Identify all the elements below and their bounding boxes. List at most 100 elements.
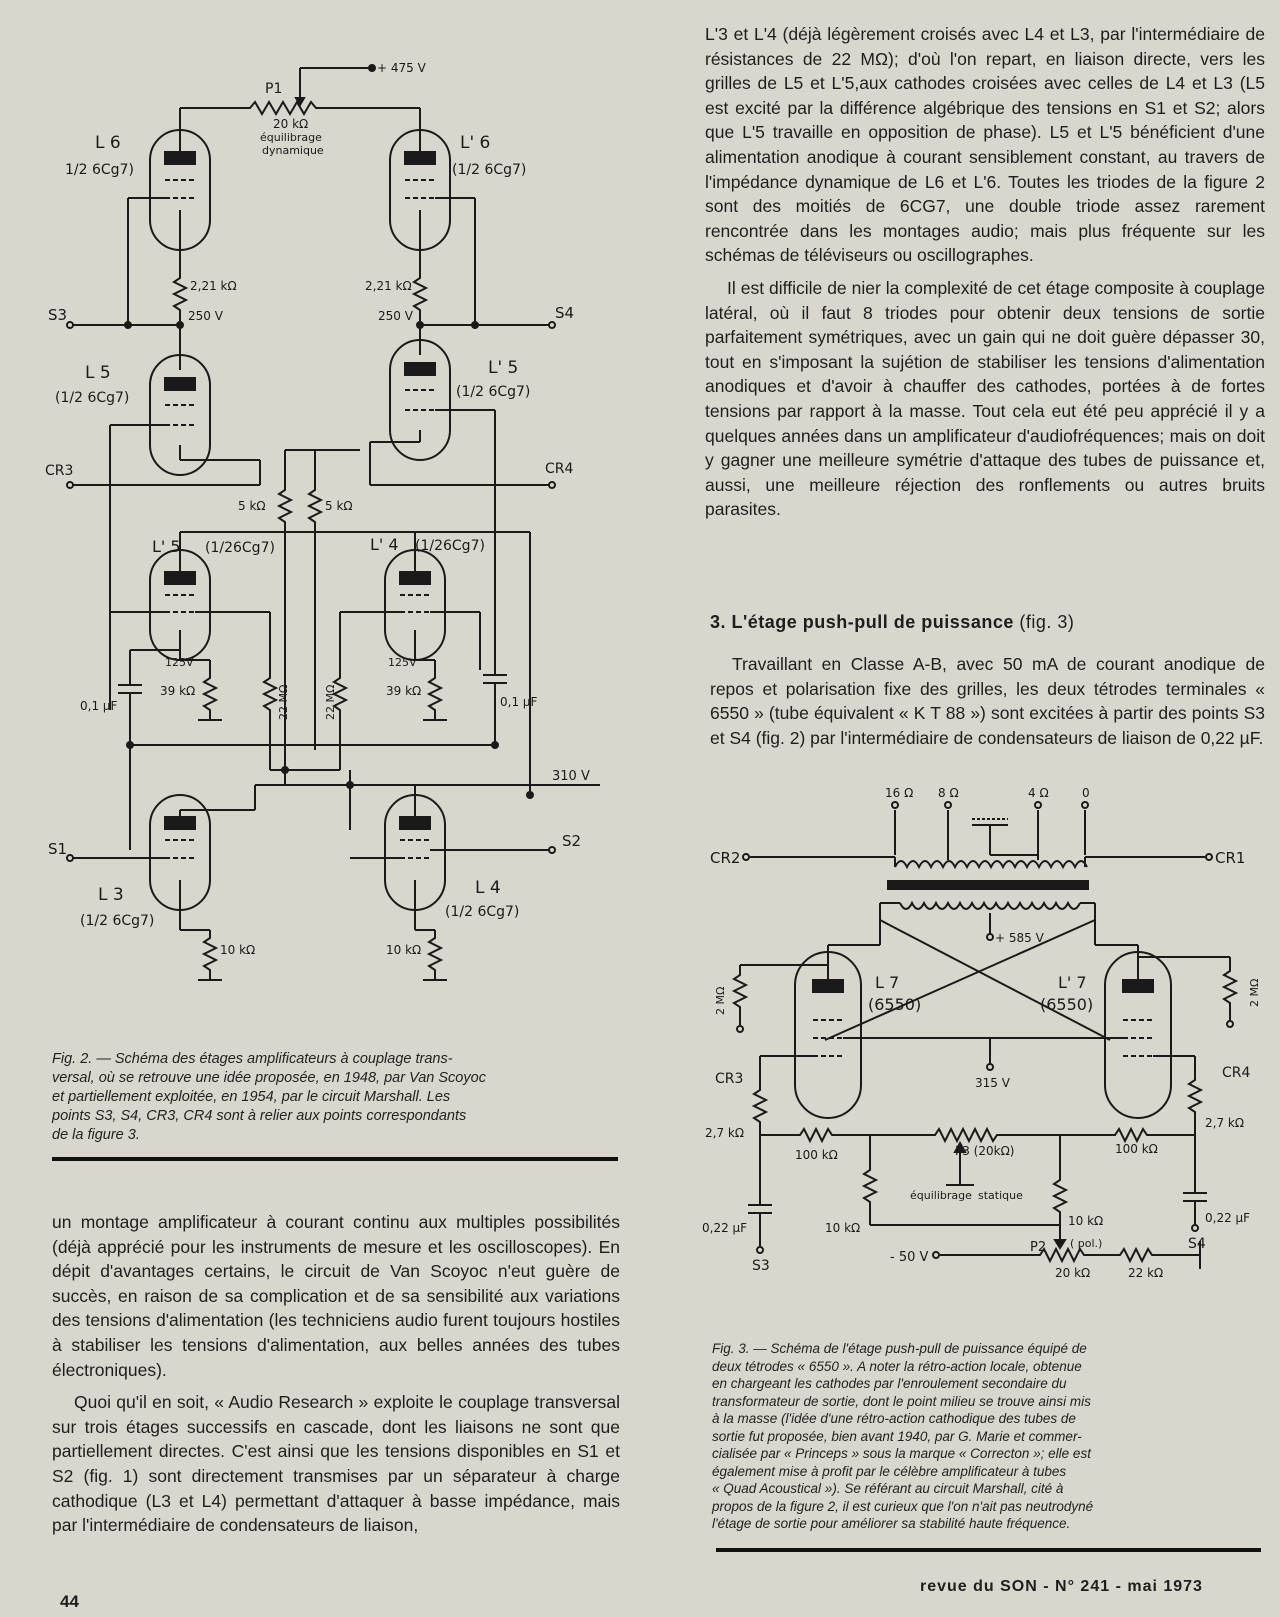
label-p1-desc2: dynamique (262, 144, 324, 157)
divider (716, 1548, 1261, 1552)
label-r10k-right: 10 kΩ (1068, 1214, 1103, 1228)
label-p3: P3 (20kΩ) (955, 1144, 1014, 1158)
caption-line: de la figure 3. (52, 1127, 140, 1143)
paragraph: L'3 et L'4 (déjà légèrement croisés avec… (705, 24, 1265, 266)
tube-l5 (110, 354, 211, 476)
tube-l6 (128, 129, 211, 251)
label-r10k-right: 10 kΩ (386, 943, 421, 957)
label-l7p: L' 7 (1058, 973, 1087, 992)
label-l6: L 6 (95, 133, 121, 153)
label-l5-type: (1/2 6Cg7) (55, 390, 129, 406)
label-cr1: CR1 (1215, 849, 1245, 867)
left-column-text: un montage amplificateur à courant conti… (52, 1210, 620, 1546)
page-footer: revue du SON - N° 241 - mai 1973 (920, 1578, 1203, 1595)
label-t16: 16 Ω (885, 786, 913, 800)
label-s2: S2 (562, 832, 581, 850)
label-l4p: L' 4 (370, 535, 399, 554)
label-r27-right: 2,7 kΩ (1205, 1116, 1244, 1130)
figure-3-caption: Fig. 3. — Schéma de l'étage push-pull de… (712, 1340, 1262, 1533)
label-r100-left: 100 kΩ (795, 1148, 838, 1162)
caption-line: Fig. 2. — Schéma des étages amplificateu… (52, 1051, 453, 1067)
label-p1: P1 (265, 81, 282, 97)
label-cr2: CR2 (710, 849, 740, 867)
divider (52, 1157, 618, 1161)
label-s4: S4 (1188, 1236, 1206, 1252)
label-l5: L 5 (85, 363, 111, 383)
label-v585: + 585 V (995, 931, 1045, 945)
label-r100-right: 100 kΩ (1115, 1142, 1158, 1156)
caption-line: propos de la figure 2, il est curieux qu… (712, 1498, 1094, 1514)
label-r221-left: 2,21 kΩ (190, 279, 237, 293)
label-l5p-type: (1/2 6Cg7) (456, 384, 530, 400)
label-l5p: L' 5 (488, 358, 518, 378)
paragraph: un montage amplificateur à courant conti… (52, 1212, 620, 1380)
label-l5p-lower-type: (1/26Cg7) (205, 540, 275, 556)
section-heading-fig: (fig. 3) (1019, 612, 1075, 632)
label-r22m-right: 22 MΩ (324, 685, 337, 720)
label-t4: 4 Ω (1028, 786, 1049, 800)
label-cr3: CR3 (45, 463, 73, 479)
label-r27-left: 2,7 kΩ (705, 1126, 744, 1140)
label-cr3: CR3 (715, 1071, 743, 1087)
paragraph: Quoi qu'il en soit, « Audio Research » e… (52, 1392, 620, 1536)
label-l4p-type: (1/26Cg7) (415, 538, 485, 554)
caption-line: l'étage de sortie pour améliorer sa stab… (712, 1516, 1071, 1531)
label-eq2: statique (978, 1189, 1023, 1202)
label-pol: ( pol.) (1070, 1237, 1102, 1250)
label-c01-left: 0,1 µF (80, 699, 118, 713)
label-l6-type: 1/2 6Cg7) (65, 162, 134, 178)
label-r221-right: 2,21 kΩ (365, 279, 412, 293)
label-l7: L 7 (875, 973, 899, 992)
figure-2-schematic: + 475 V P1 20 kΩ équilibrage dynamique L… (40, 50, 630, 1040)
label-cr4: CR4 (545, 461, 574, 477)
label-r2m-left: 2 MΩ (714, 987, 727, 1015)
caption-line: Fig. 3. — Schéma de l'étage push-pull de… (712, 1341, 1087, 1356)
label-p2: P2 (1030, 1240, 1046, 1255)
label-v315: 315 V (975, 1076, 1011, 1090)
section-heading: 3. L'étage push-pull de puissance (fig. … (710, 612, 1074, 633)
label-minus50: - 50 V (890, 1250, 928, 1265)
caption-line: « Quad Acoustical »). Se référant au cir… (712, 1481, 1064, 1496)
paragraph: Travaillant en Classe A-B, avec 50 mA de… (710, 654, 1265, 748)
label-l7-type: (6550) (868, 995, 921, 1014)
label-s4: S4 (555, 304, 574, 322)
right-column-text: L'3 et L'4 (déjà légèrement croisés avec… (705, 22, 1265, 530)
label-s1: S1 (48, 840, 67, 858)
label-r2m-right: 2 MΩ (1248, 979, 1261, 1007)
caption-line: points S3, S4, CR3, CR4 sont à relier au… (52, 1108, 467, 1124)
label-r20k: 20 kΩ (1055, 1266, 1090, 1280)
caption-line: en chargeant les cathodes par l'enroulem… (712, 1376, 1067, 1391)
label-v310: 310 V (552, 769, 590, 784)
label-s3: S3 (752, 1258, 770, 1274)
label-r10k-left: 10 kΩ (220, 943, 255, 957)
label-t0: 0 (1082, 786, 1090, 800)
label-v125-right: 125V (388, 656, 417, 669)
label-r39k-right: 39 kΩ (386, 684, 421, 698)
label-s3: S3 (48, 306, 67, 324)
label-v250-right: 250 V (378, 309, 414, 323)
caption-line: transformateur de sortie, dont le point … (712, 1393, 1091, 1409)
caption-line: à la masse (l'idée d'une rétro-action ca… (712, 1411, 1076, 1426)
tube-l7-prime (1104, 951, 1172, 1119)
label-r5k-left: 5 kΩ (238, 499, 266, 513)
label-plus475: + 475 V (377, 61, 427, 75)
right-column-text-2: Travaillant en Classe A-B, avec 50 mA de… (710, 652, 1265, 758)
label-l4-type: (1/2 6Cg7) (445, 904, 519, 920)
tube-l4 (384, 785, 446, 930)
section-heading-title: 3. L'étage push-pull de puissance (710, 612, 1014, 632)
label-l6p: L' 6 (460, 133, 490, 153)
label-cr4: CR4 (1222, 1065, 1251, 1081)
caption-line: également mise à profit par le célèbre a… (712, 1463, 1067, 1479)
label-c022-right: 0,22 µF (1205, 1211, 1250, 1225)
caption-line: versal, où se retrouve une idée proposée… (52, 1070, 486, 1086)
tube-l5-prime (389, 339, 495, 461)
page-number: 44 (60, 1592, 79, 1611)
label-r5k-right: 5 kΩ (325, 499, 353, 513)
figure-2-caption: Fig. 2. — Schéma des étages amplificateu… (52, 1050, 622, 1145)
label-p1-value: 20 kΩ (273, 117, 308, 131)
caption-line: deux tétrodes « 6550 ». A noter la rétro… (712, 1358, 1082, 1374)
label-p1-desc1: équilibrage (260, 131, 322, 144)
caption-line: sortie fut proposée, bien avant 1940, pa… (712, 1428, 1082, 1444)
tube-l6-prime (389, 129, 475, 251)
label-t8: 8 Ω (938, 786, 959, 800)
